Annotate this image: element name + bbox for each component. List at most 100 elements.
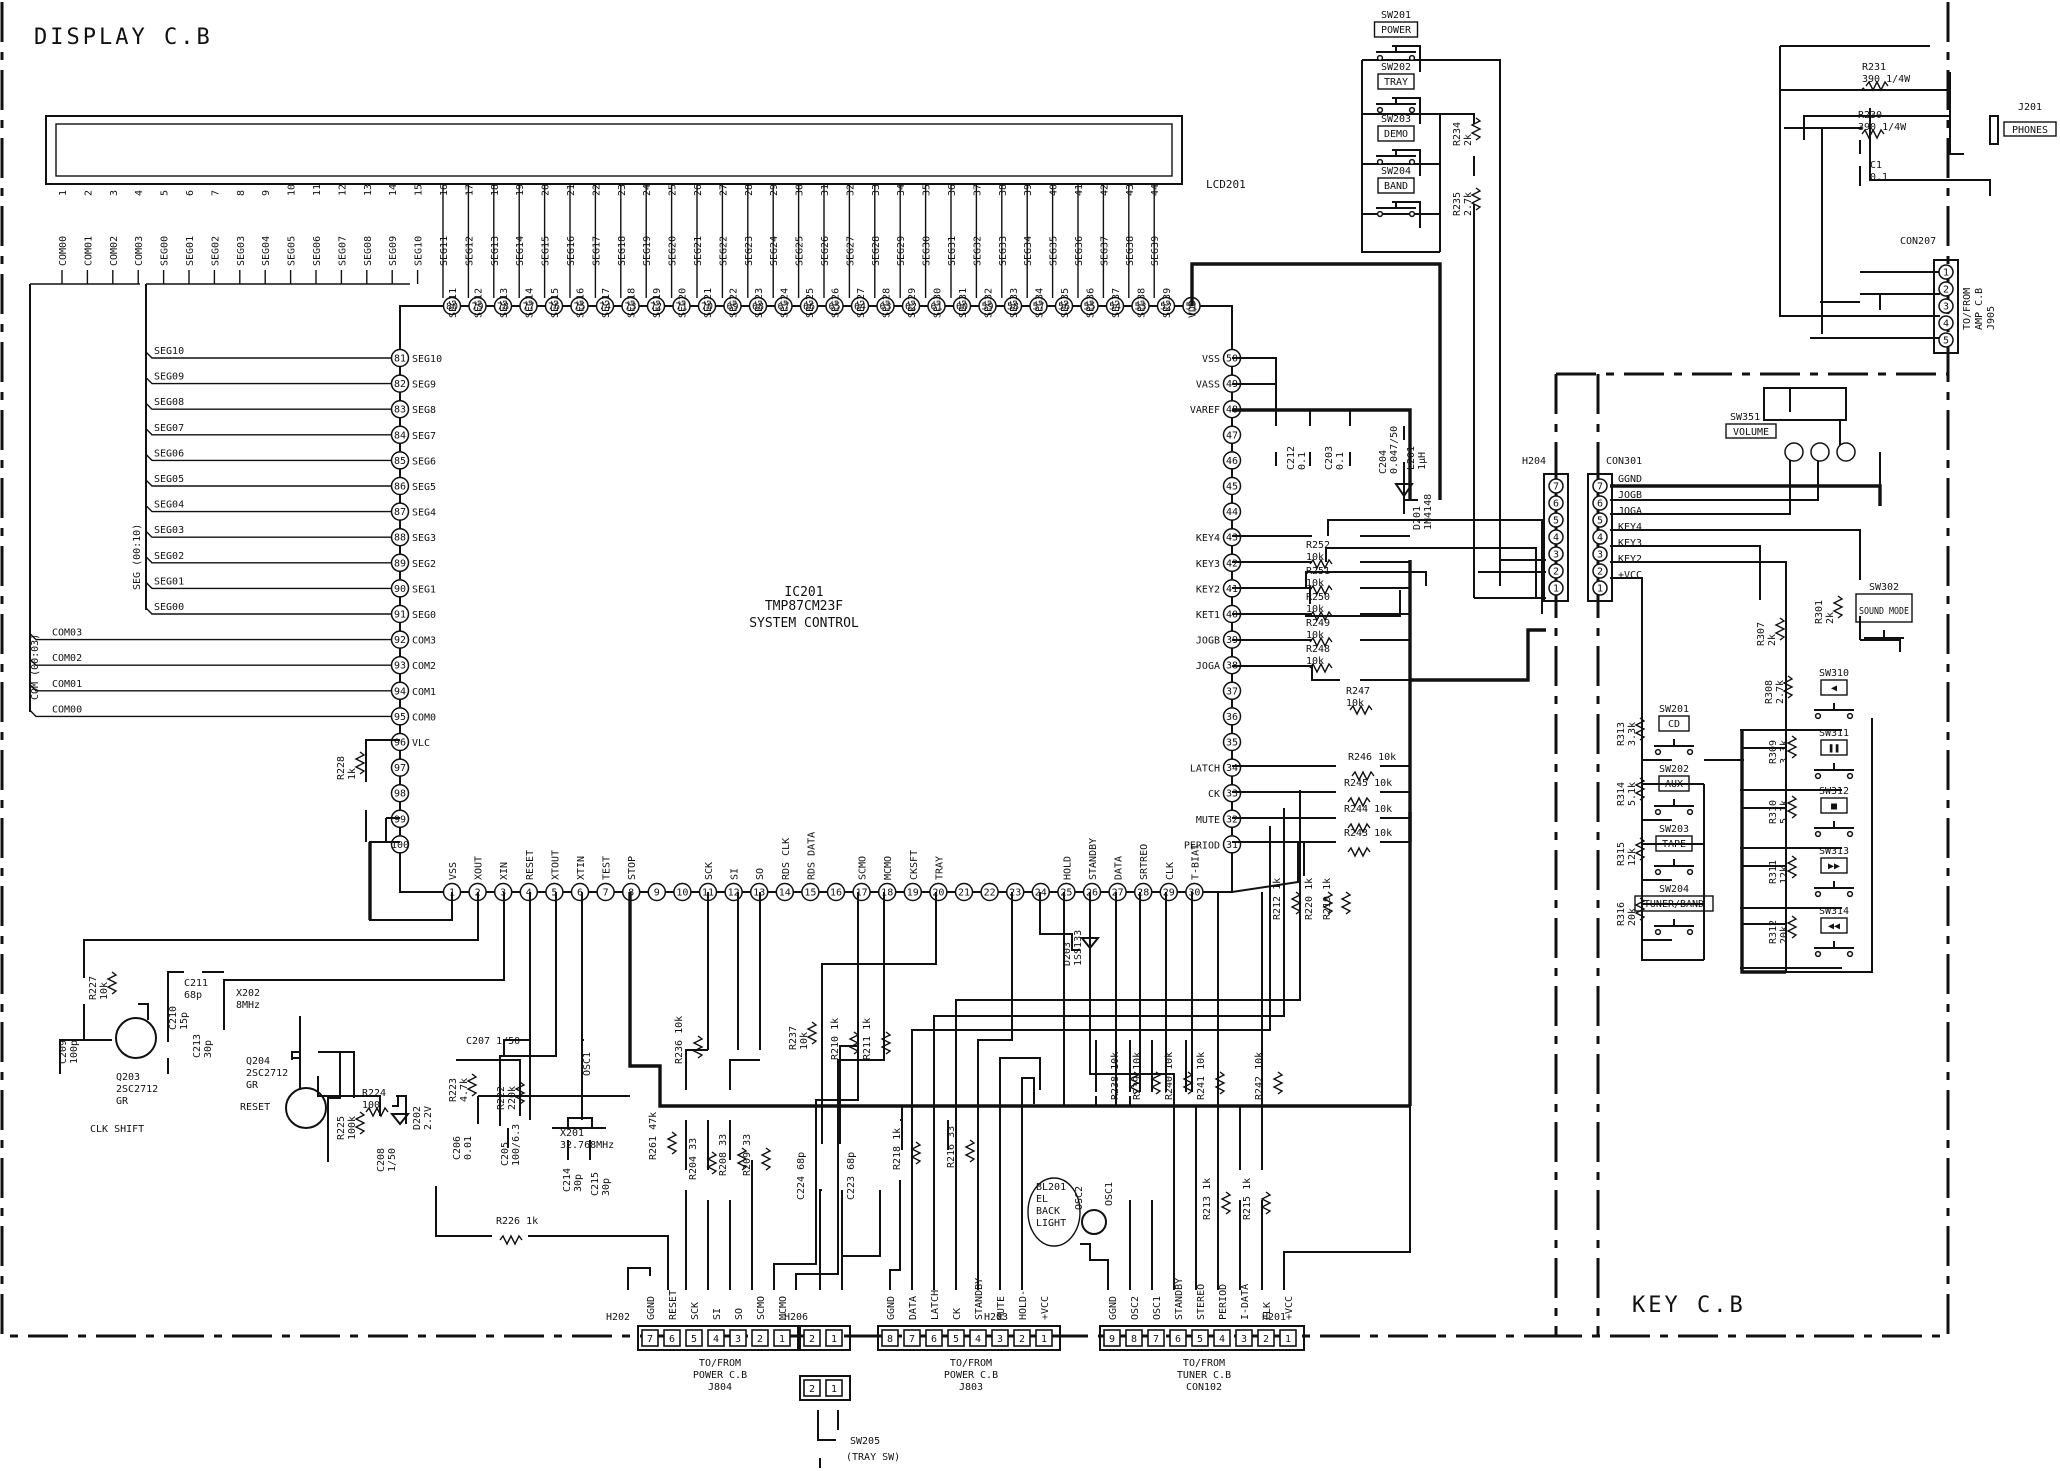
switch-label-box [1655,835,1693,852]
h201-ref: H201 [1262,1312,1286,1323]
volume-label-box [1725,423,1777,439]
ic-pin-number: 12 [728,888,740,899]
part-label: R316 [1616,902,1627,926]
lcd-pin-number: 1 [58,190,69,196]
switch-terminal [1846,950,1854,958]
lcd-pin-signal: COM00 [58,236,69,266]
h204-pin: 5 [1553,516,1559,527]
h203-signal: MUTE [996,1296,1007,1320]
lcd-pin-signal: COM01 [83,236,94,266]
ic-pin-signal: SEG17 [601,288,612,318]
ic-pin-number-pad [1003,296,1023,316]
ic-pin-number-pad [954,882,974,902]
ic-pin-number: 43 [1226,533,1238,544]
part-label: C211 [184,978,208,989]
ic-pin-number-pad [877,882,897,902]
resistor-symbol [1220,1191,1232,1215]
seg-line [145,351,392,359]
seg-line-label: SEG03 [154,525,184,536]
part-label: R240 10k [1164,1052,1175,1100]
h202-signal: RESET [668,1290,679,1320]
seg-line-label: SEG00 [154,602,184,613]
lcd-pin-signal: SEG35 [1049,236,1060,266]
lcd-pin-number: 28 [744,184,755,196]
part-label: R249 [1306,618,1330,629]
con301-pin-pad [1592,563,1608,579]
con301-pin: 2 [1597,567,1603,578]
part-label: D201 [1412,506,1423,530]
part-label: C1 [1870,160,1882,171]
ic-pin-number: 34 [1226,763,1238,774]
h201-pin: 1 [1285,1334,1291,1345]
part-label: X201 [560,1128,584,1139]
h204-pin: 2 [1553,567,1559,578]
ic-pin-number-pad [952,296,972,316]
part-label: Q204 [246,1056,270,1067]
resistor-symbol [964,1139,976,1163]
resistor-symbol [1861,128,1885,140]
ic-pin-number-pad [1185,882,1204,902]
part-label: 100/6.3 [511,1124,522,1166]
part-label: LIGHT [1036,1218,1066,1229]
ic-desc: SYSTEM CONTROL [749,616,859,631]
ic-pin-number: 76 [548,302,560,313]
lcd-pin-signal: SEG26 [820,236,831,266]
ic-pin-signal: SO [755,868,766,880]
con301-pin: 4 [1597,533,1603,544]
seg-com-bus: SEG10SEG09SEG08SEG07SEG06SEG05SEG04SEG03… [29,270,419,718]
ic-pin-signal: SEG0 [412,610,436,621]
part-label: BL201 [1036,1182,1066,1193]
con301-signal: KEY4 [1618,522,1642,533]
resistor-symbol [666,1131,678,1155]
ic-pin-signal: SEG23 [754,288,765,318]
h201-body [1099,1325,1305,1351]
part-label: R230 [1858,110,1882,121]
ic-pin-number: 45 [1226,482,1238,493]
switch-ref: SW201 [1659,704,1689,715]
switch-ref: SW311 [1819,728,1849,739]
part-label: R248 [1306,644,1330,655]
ic-pin-signal: XIN [499,862,510,880]
switch-label-box [1658,715,1690,732]
ic-pin-signal: VLC [412,738,430,749]
lcd-pin-signal: SEG11 [439,236,450,266]
com-bus-label: COM (00:03) [30,634,41,700]
com-line [29,684,392,692]
ic-pin-signal: KEY4 [1196,533,1220,544]
con207-pin: 4 [1943,319,1949,330]
part-label: 30p [573,1174,584,1192]
resistor-symbol [1322,891,1334,915]
h202-signal: SO [734,1308,745,1320]
h201-pin-pad [1103,1329,1121,1347]
ic-pin-signal: SEG30 [933,288,944,318]
con301-pin-pad [1592,495,1608,511]
lcd-pin-signal: SEG14 [515,236,526,266]
part-label: 1N4148 [1423,494,1434,530]
switch-terminal [1654,808,1662,816]
ic-pin-signal: TEST [602,856,613,880]
ic-pin-signal: CKSFT [909,850,920,880]
part-label: C207 1/50 [466,1036,520,1047]
ic-pin-number-pad [978,296,997,316]
part-label: R313 [1616,722,1627,746]
ic-pin-signal: PERIOD [1184,840,1220,851]
resistor-symbol [1865,80,1889,92]
lcd-pin-number: 30 [795,184,806,196]
switch-terminal [1814,712,1822,720]
ic-pin-number: 51 [1185,302,1197,313]
switch-ref: SW314 [1819,906,1849,917]
ic-pin-number: 16 [830,888,842,899]
h202-pin-pad [773,1329,791,1347]
ic-pin-number: 87 [394,507,406,518]
ic-pin-number: 26 [1086,888,1098,899]
ic-pin-number: 47 [1226,430,1238,441]
part-label: R245 10k [1344,778,1392,789]
part-label: R220 1k [1304,878,1315,920]
h201-pin-pad [1169,1329,1187,1347]
lcd-pin-number: 38 [998,184,1009,196]
ic-pin-number-pad [826,882,846,902]
ic-pin-number: 23 [1009,888,1021,899]
ic-pin-signal: JOGB [1196,636,1220,647]
part-label: 5.1k [1779,800,1790,824]
